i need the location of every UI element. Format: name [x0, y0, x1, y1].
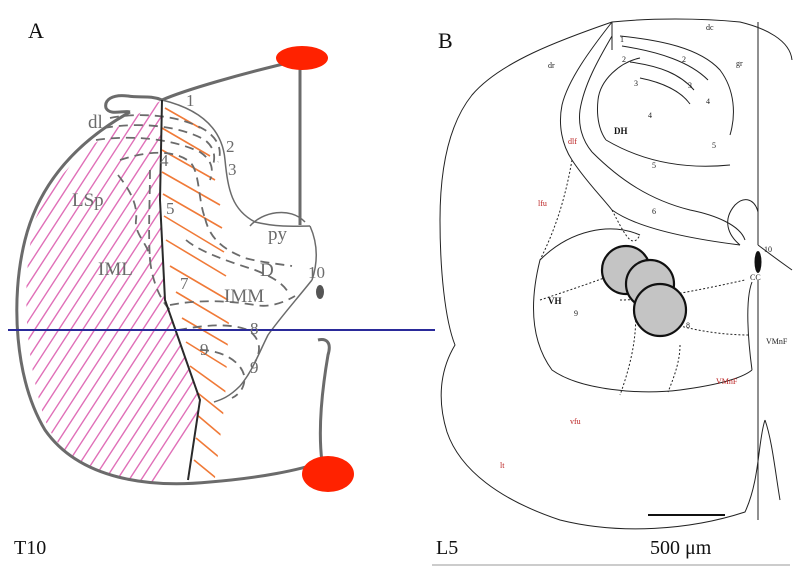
panel-b: B [432, 18, 793, 566]
scale-bar-label: 500 μm [650, 537, 712, 559]
panel-b-level-label: L5 [436, 537, 458, 559]
lamina-9-label-upper: 9 [200, 340, 209, 359]
py-label: py [268, 224, 288, 245]
iml-label: IML [98, 259, 133, 280]
lfu-label: lfu [538, 199, 547, 208]
panel-a: A [8, 18, 435, 559]
dh-label: DH [614, 126, 628, 136]
gray-matter-outline [161, 99, 317, 403]
lamina-3-b-left: 3 [634, 79, 638, 88]
lamina-4-b-left: 4 [648, 111, 652, 120]
lamina-2-b-right: 2 [682, 55, 686, 64]
lamina-3-b-right: 3 [688, 81, 692, 90]
lt-label: lt [500, 461, 505, 470]
lamina-2-label: 2 [226, 137, 235, 156]
lamina-4-label: 4 [160, 151, 169, 170]
lamina-1-label: 1 [186, 91, 195, 110]
cord-outline [15, 58, 331, 486]
lsp-label: LSp [72, 190, 104, 211]
imm-label: IMM [224, 286, 264, 307]
vmnf-label-right: VMnF [766, 337, 788, 346]
vh-label: VH [548, 296, 562, 306]
lamina-8-label: 8 [250, 319, 259, 338]
central-canal [316, 285, 324, 299]
dc-label: dc [706, 23, 714, 32]
lamina-2-b-left: 2 [622, 55, 626, 64]
dr-label: dr [548, 61, 555, 70]
dl-label: dl [88, 112, 103, 133]
laminae-dashed [95, 114, 296, 399]
lamina-7-label: 7 [180, 274, 189, 293]
lamina-10-b: 10 [764, 245, 772, 254]
panel-a-letter: A [28, 18, 44, 43]
dlf-label: dlf [568, 137, 577, 146]
panel-a-level-label: T10 [14, 537, 46, 559]
vfu-label: vfu [570, 417, 581, 426]
lamina-5-label: 5 [166, 199, 175, 218]
lamina-10-label: 10 [308, 263, 325, 282]
lamina-5-b-right: 5 [712, 141, 716, 150]
lamina-5-b-left: 5 [652, 161, 656, 170]
lamina-3-label: 3 [228, 160, 237, 179]
panel-b-letter: B [438, 28, 453, 53]
d-label: D [260, 260, 274, 281]
section-outline [439, 18, 793, 530]
lamina-9-label-lower: 9 [250, 358, 259, 377]
cc-label: CC [750, 273, 761, 282]
central-canal-b [754, 251, 762, 273]
lamina-1-b: 1 [620, 35, 624, 44]
lamina-6-b: 6 [652, 207, 656, 216]
vmnf-label-left: VMnF [716, 377, 738, 386]
lamina-8-b: 8 [686, 321, 690, 330]
lamina-9-b: 9 [574, 309, 578, 318]
lesion-circles [600, 244, 688, 338]
orange-hatch-region [161, 107, 230, 478]
lesion-boundary-line [158, 99, 202, 481]
red-marker-top [276, 46, 328, 70]
red-marker-bottom [302, 456, 354, 492]
gr-label: gr [736, 59, 743, 68]
ventral-median-bump [757, 244, 793, 271]
lesion-circle-3 [632, 282, 688, 338]
pink-hatch-region [26, 100, 200, 482]
lamina-4-b-right: 4 [706, 97, 710, 106]
